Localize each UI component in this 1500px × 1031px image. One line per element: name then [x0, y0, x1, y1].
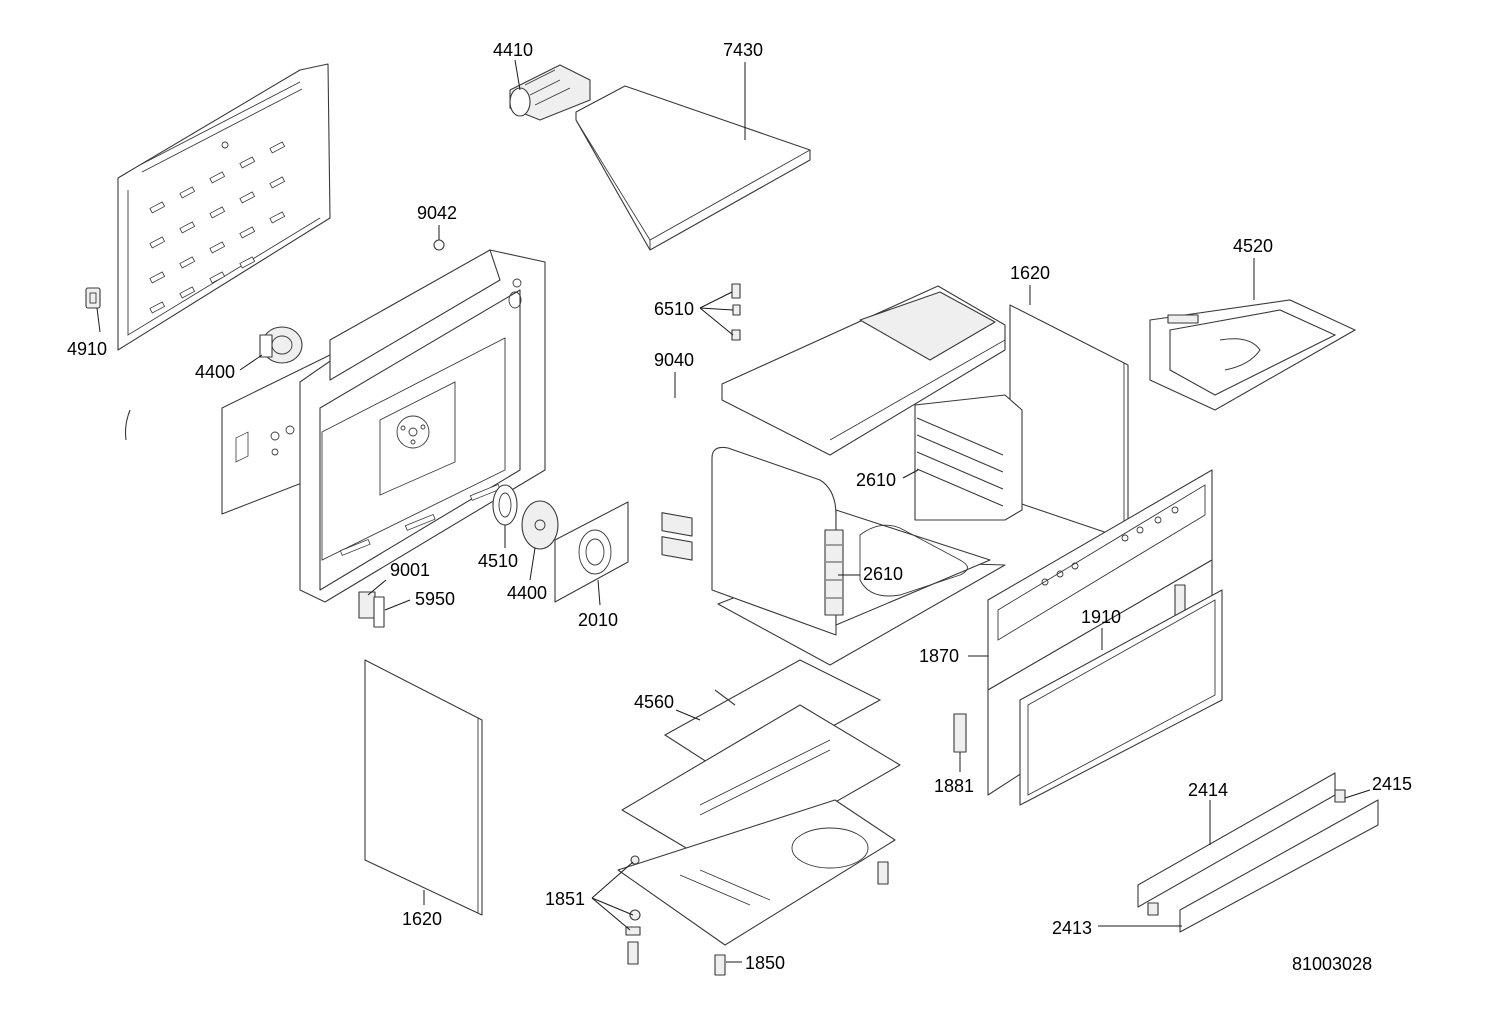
label-4410: 4410 [493, 40, 533, 60]
label-1851: 1851 [545, 889, 585, 909]
base-plate [617, 799, 896, 946]
oven-cavity [711, 446, 1006, 666]
top-deflector-7430 [575, 85, 811, 251]
lamp-6510 [731, 283, 741, 341]
label-2415: 2415 [1372, 774, 1412, 794]
tangential-fan-4410 [509, 64, 591, 121]
label-4400-upper: 4400 [195, 362, 235, 382]
ring-9042 [433, 239, 445, 251]
endcap-2415 [1147, 789, 1346, 916]
cavity-top-panel [721, 285, 1006, 456]
fan-motor-4400 [259, 326, 303, 364]
label-4400-lower: 4400 [507, 583, 547, 603]
label-2610-lower: 2610 [863, 564, 903, 584]
label-9042: 9042 [417, 203, 457, 223]
label-1620-left: 1620 [402, 909, 442, 929]
clip-5950 [373, 596, 385, 628]
fan-guard-4510 [492, 484, 518, 526]
shelf-rack-2610-upper [914, 394, 1023, 521]
label-1620-right: 1620 [1010, 263, 1050, 283]
hinge-1881 [953, 713, 967, 753]
label-9040: 9040 [654, 350, 694, 370]
label-9001: 9001 [390, 560, 430, 580]
side-panel-1620-right [1009, 304, 1129, 541]
oven-back-housing [299, 249, 546, 603]
label-2413: 2413 [1052, 918, 1092, 938]
label-2414: 2414 [1188, 780, 1228, 800]
foot-1850 [714, 954, 726, 976]
bracket-9001 [358, 591, 376, 619]
label-4910: 4910 [67, 339, 107, 359]
side-panel-1620-left [364, 659, 483, 916]
label-1870: 1870 [919, 646, 959, 666]
label-7430: 7430 [723, 40, 763, 60]
fan-blade-4400 [521, 500, 559, 550]
leader-lines [96, 59, 1371, 963]
hinge-9040 [661, 512, 693, 561]
wire-clip [124, 409, 131, 441]
back-panel [117, 63, 331, 351]
label-5950: 5950 [415, 589, 455, 609]
label-6510: 6510 [654, 299, 694, 319]
label-1881: 1881 [934, 776, 974, 796]
door-glass-1910 [1019, 589, 1223, 806]
label-1910: 1910 [1081, 607, 1121, 627]
rear-cover-2010 [554, 501, 629, 603]
switch-4910 [85, 287, 101, 309]
foot-1851 [625, 855, 889, 965]
label-4510: 4510 [478, 551, 518, 571]
label-4520: 4520 [1233, 236, 1273, 256]
label-4560: 4560 [634, 692, 674, 712]
part-labels: 4410 7430 9042 4910 4400 6510 9040 1620 … [67, 40, 1412, 974]
label-2010: 2010 [578, 610, 618, 630]
document-number: 81003028 [1292, 954, 1372, 974]
trim-strip-2413 [1179, 799, 1379, 933]
label-2610-upper: 2610 [856, 470, 896, 490]
label-1850: 1850 [745, 953, 785, 973]
grill-element-4520 [1149, 299, 1357, 411]
